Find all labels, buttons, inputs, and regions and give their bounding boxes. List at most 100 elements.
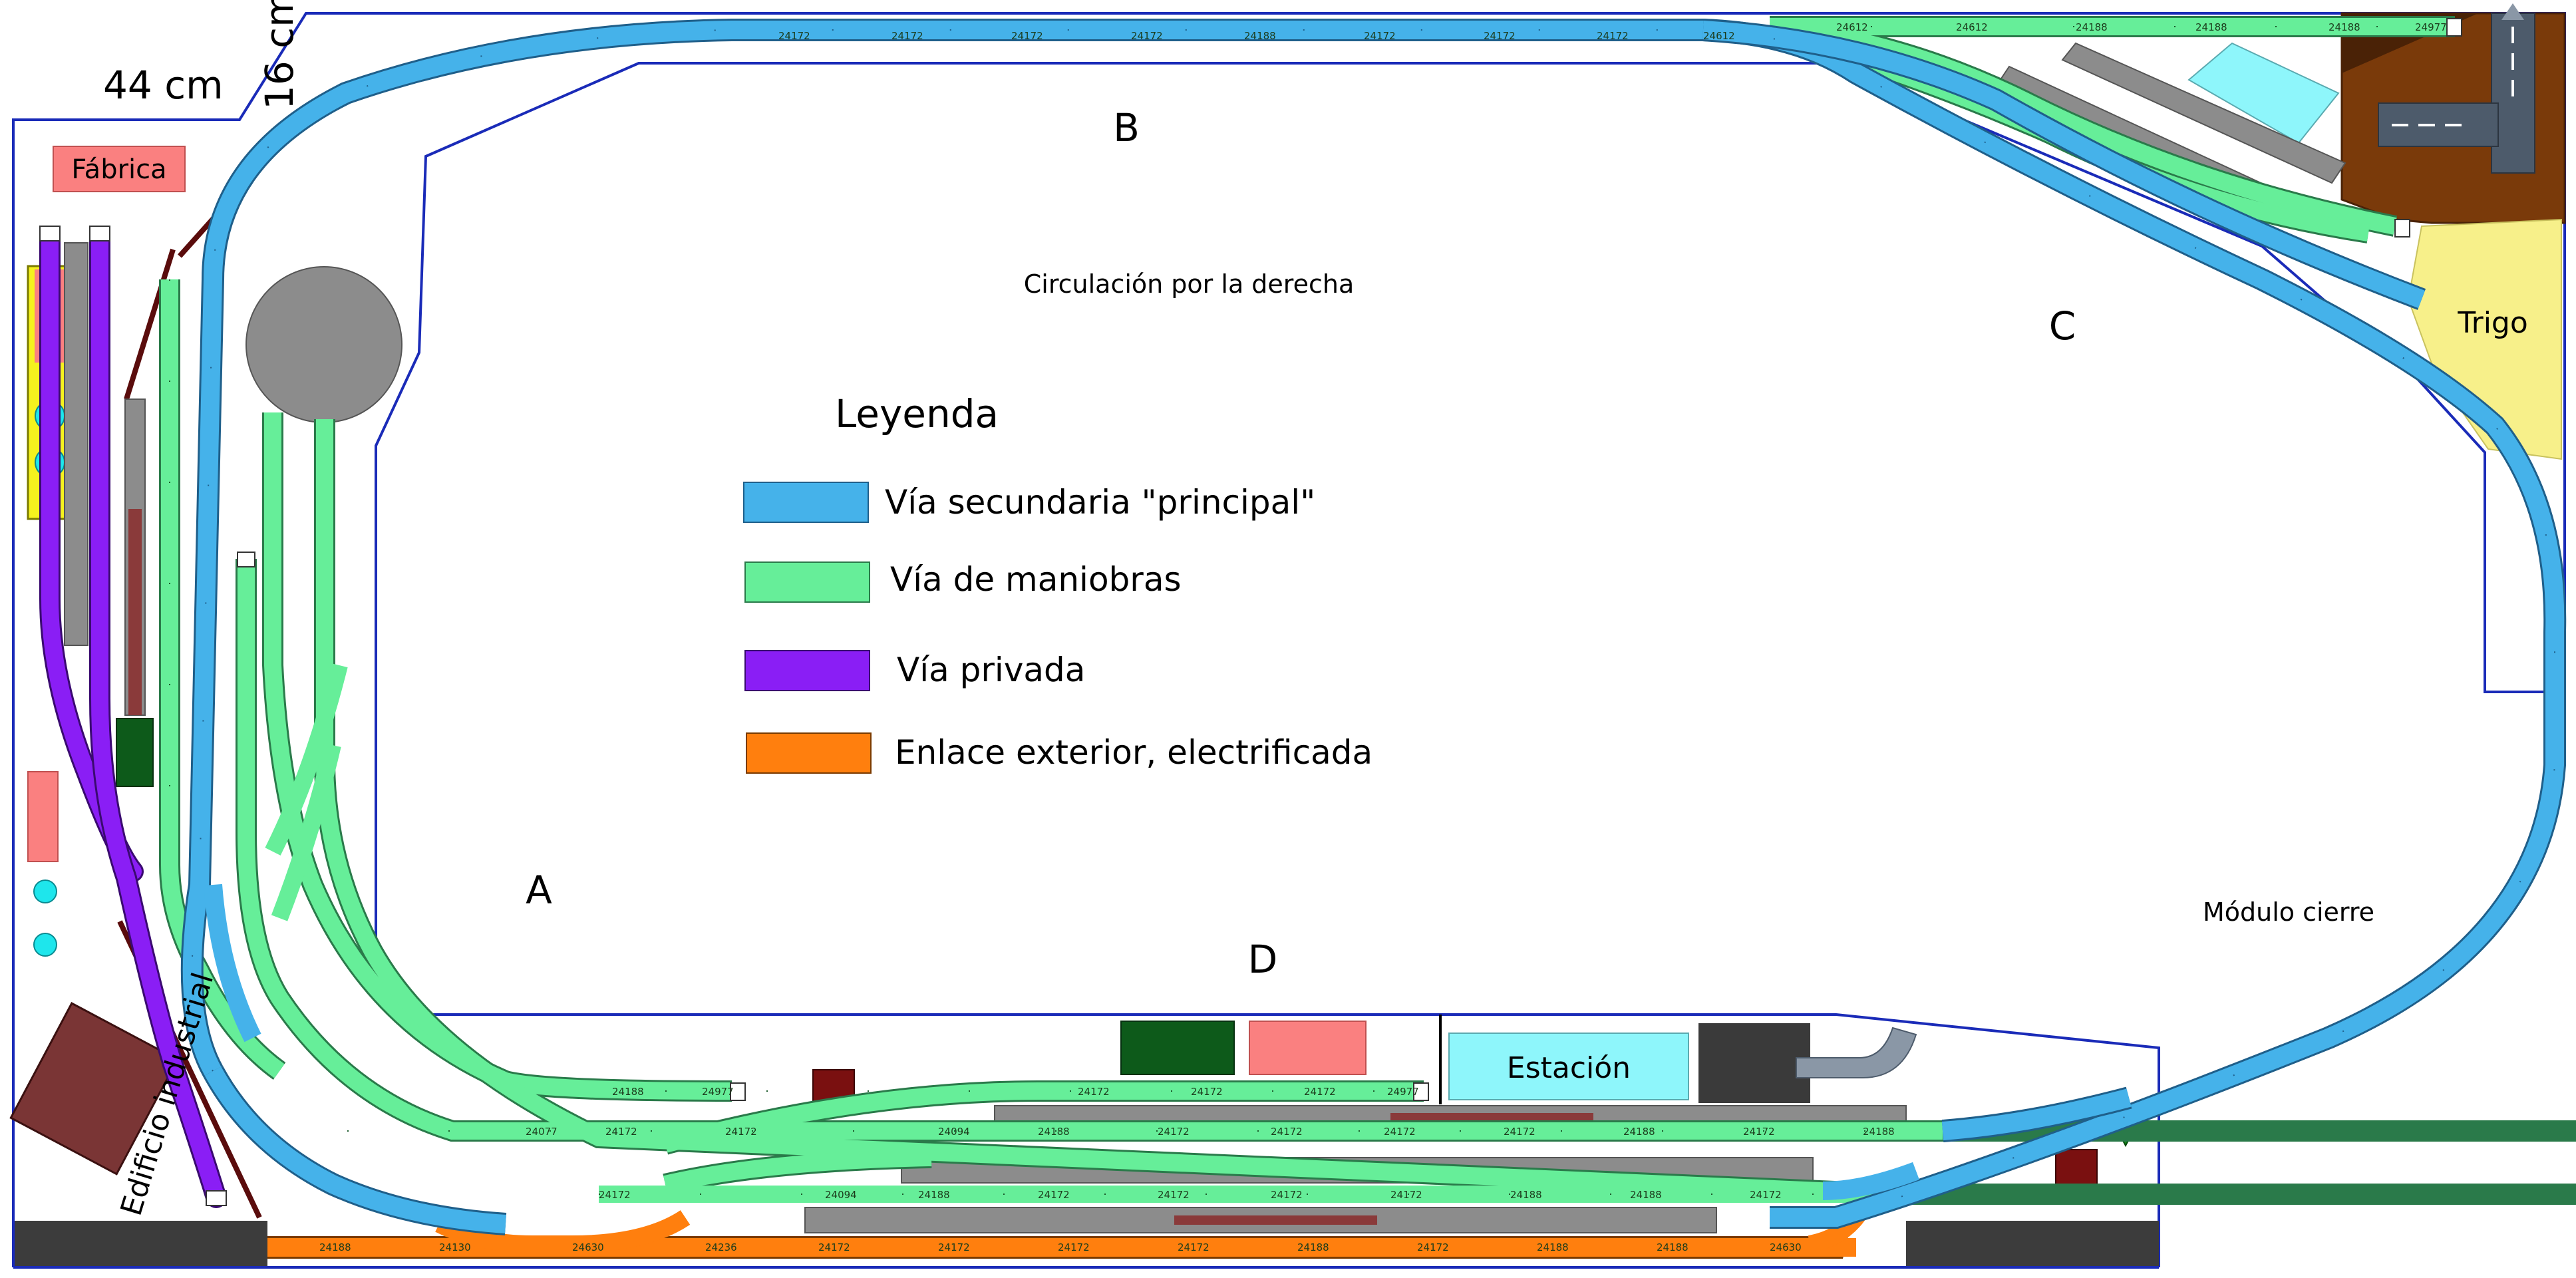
platform-3-stripe	[1174, 1215, 1377, 1225]
legend-label-main: Vía secundaria "principal"	[885, 483, 1315, 522]
track-code: 24977	[1387, 1086, 1419, 1098]
track-code: 24188	[2329, 21, 2360, 33]
track-code: 24172	[1504, 1126, 1535, 1138]
factory-platform	[64, 242, 88, 646]
legend-label-shunting: Vía de maniobras	[890, 560, 1182, 599]
track-code: 24188	[1537, 1241, 1569, 1253]
main-loop-track	[180, 19, 2567, 1235]
zone-a-label: A	[526, 868, 552, 913]
bottom-block-left	[15, 1221, 267, 1266]
track-code: 24172	[1271, 1126, 1303, 1138]
track-code: 24188	[1630, 1189, 1662, 1201]
shunting-tracks	[159, 16, 2576, 1205]
track-code: 24094	[825, 1189, 857, 1201]
station-annex	[1698, 1023, 1810, 1103]
station-road	[1796, 1027, 1917, 1078]
road-markings	[2392, 27, 2514, 126]
private-tracks	[39, 229, 227, 1208]
turntable	[245, 266, 402, 423]
bumper-7	[237, 552, 255, 567]
track-code: 24172	[605, 1126, 637, 1138]
legend-swatch-external	[746, 732, 872, 774]
track-code: 24977	[2415, 21, 2447, 33]
track-code: 24172	[1364, 30, 1396, 42]
track-codes: 24172 24172 24172 24172 24188 24172 2417…	[319, 21, 2447, 1253]
bumper-6	[2446, 18, 2462, 37]
track-code: 24172	[1038, 1189, 1070, 1201]
legend-swatch-main	[743, 482, 869, 523]
dimension-line-2	[124, 248, 176, 400]
track-code: 24077	[526, 1126, 558, 1138]
track-code: 24172	[1597, 30, 1629, 42]
bumper-5	[1413, 1082, 1429, 1101]
track-code: 24188	[1244, 30, 1276, 42]
external-track	[267, 1203, 1871, 1259]
track-code: 24612	[1836, 21, 1868, 33]
track-code: 24236	[705, 1241, 737, 1253]
traffic-note: Circulación por la derecha	[1024, 269, 1355, 299]
track-code: 24172	[1384, 1126, 1416, 1138]
pink-shed-left	[27, 771, 59, 862]
height-dimension-label: 16 cm	[257, 0, 302, 110]
track-code: 24977	[702, 1086, 734, 1098]
track-code: 24188	[1510, 1189, 1542, 1201]
legend-swatch-private	[744, 650, 870, 691]
green-shed-station	[1120, 1021, 1235, 1075]
factory-label: Fábrica	[71, 154, 166, 185]
track-code: 24172	[1131, 30, 1163, 42]
platform-1-stripe	[1390, 1113, 1593, 1122]
legend-title: Leyenda	[835, 391, 999, 436]
track-code: 24172	[1191, 1086, 1223, 1098]
shed-top	[2187, 42, 2340, 144]
track-code: 24188	[1657, 1241, 1689, 1253]
factory-box	[53, 146, 186, 192]
track-code: 24172	[1304, 1086, 1336, 1098]
bumper-4	[730, 1082, 746, 1101]
legend-swatch-shunting	[744, 561, 870, 603]
track-code: 24630	[1770, 1241, 1802, 1253]
track-code: 24612	[1703, 30, 1735, 42]
track-code: 24630	[572, 1241, 604, 1253]
track-code: 24172	[599, 1189, 631, 1201]
track-code: 24172	[938, 1241, 970, 1253]
track-code: 24172	[1743, 1126, 1775, 1138]
legend: Leyenda Vía secundaria "principal" Vía d…	[743, 391, 1372, 774]
track-code: 24094	[938, 1126, 970, 1138]
track-code: 24188	[1623, 1126, 1655, 1138]
track-code: 24612	[1956, 21, 1988, 33]
bumper-2	[89, 226, 110, 241]
bottom-block-right	[1906, 1221, 2159, 1266]
bumper-3	[206, 1190, 227, 1206]
left-platform-stripe	[128, 509, 142, 715]
closing-module-label: Módulo cierre	[2203, 897, 2374, 927]
zone-d-label: D	[1248, 937, 1278, 982]
track-code: 24188	[2195, 21, 2227, 33]
track-code: 24172	[1011, 30, 1043, 42]
silo-3	[33, 879, 57, 903]
bumper-8	[2394, 219, 2410, 238]
track-code: 24188	[1297, 1241, 1329, 1253]
north-arrow-icon	[2501, 3, 2524, 20]
track-code: 24172	[1417, 1241, 1449, 1253]
legend-label-private: Vía privada	[897, 651, 1085, 689]
platform-c-1	[2061, 42, 2346, 184]
track-code: 24172	[1058, 1241, 1090, 1253]
track-code: 24172	[1178, 1241, 1209, 1253]
legend-label-external: Enlace exterior, electrificada	[895, 733, 1372, 772]
track-code: 24172	[1271, 1189, 1303, 1201]
width-dimension-label: 44 cm	[103, 63, 224, 108]
track-code: 24172	[725, 1126, 757, 1138]
track-code: 24188	[2076, 21, 2108, 33]
silo-4	[33, 933, 57, 957]
track-code: 24130	[439, 1241, 471, 1253]
pink-shed-station	[1249, 1021, 1367, 1075]
track-code: 24172	[818, 1241, 850, 1253]
track-code: 24172	[1158, 1189, 1190, 1201]
wheat-label: Trigo	[2457, 306, 2528, 340]
track-code: 24188	[612, 1086, 644, 1098]
track-code: 24172	[1390, 1189, 1422, 1201]
track-code: 24172	[778, 30, 810, 42]
track-code: 24172	[1750, 1189, 1782, 1201]
track-code: 24172	[1078, 1086, 1110, 1098]
